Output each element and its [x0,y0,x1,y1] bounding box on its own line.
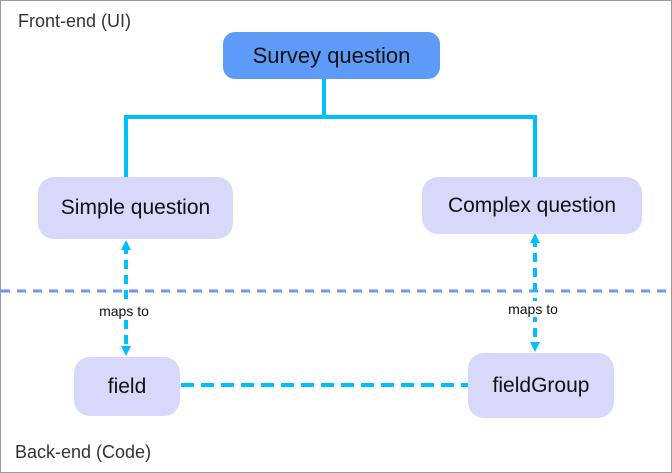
field-group-node: fieldGroup [468,353,614,418]
maps-to-label-right: maps to [506,301,560,317]
field-node: field [74,357,180,416]
tree-connector [124,79,537,177]
simple-question-node: Simple question [38,177,233,239]
front-end-label: Front-end (UI) [18,11,132,31]
maps-to-label-left: maps to [97,303,151,319]
complex-question-node: Complex question [422,177,642,234]
back-end-label: Back-end (Code) [15,442,152,462]
survey-question-node: Survey question [223,32,440,79]
